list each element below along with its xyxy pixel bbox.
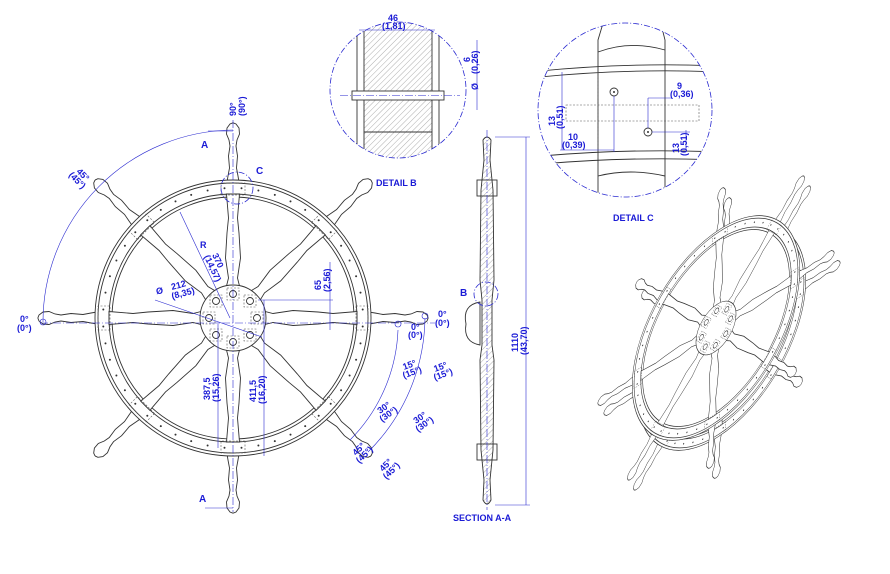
angle-15-inner: 15° (15°) (401, 358, 423, 381)
angle-15-outer: 15° (15°) (432, 360, 454, 383)
dimension-value: 13 (671, 143, 681, 153)
detail-b-mark: B (460, 288, 467, 299)
detail-b-title: DETAIL B (376, 178, 417, 188)
angle-value-alt: (0°) (435, 318, 450, 328)
angle-upper-left: 45° (45°) (67, 166, 92, 190)
angle-value: 0° (411, 322, 420, 332)
angle-45-outer: 45° (45°) (377, 456, 401, 481)
hub-diameter-symbol: Ø (156, 286, 163, 296)
inner-height-dimension: 387,5 (15,26) (202, 373, 221, 402)
detail-b: 46 (1,81) 6 (0,26) Ø DETAIL B (329, 13, 480, 188)
angle-30-outer: 30° (30°) (411, 409, 435, 434)
section-view: B 1110 (43,70) SECTION A-A (453, 130, 530, 523)
angle-30-inner: 30° (30°) (375, 399, 399, 424)
detail-c-mark: C (256, 166, 263, 177)
dimension-value: 1110 (510, 333, 520, 352)
angle-right-inner: 0° (0°) (408, 322, 423, 340)
detail-c-dimension-d: 10 (0,39) (562, 132, 586, 150)
radius-leader (179, 211, 231, 319)
dimension-value: 6 (462, 57, 472, 62)
angle-value: 0° (20, 314, 29, 324)
angle-arc-right-outer (367, 317, 426, 453)
front-view: A A C 90° (90°) 45° (45°) 0° (0°) 0° (0°… (17, 96, 454, 514)
dimension-value-alt: (43,70) (519, 326, 529, 355)
angle-45-inner: 45° (45°) (350, 440, 374, 465)
dimension-value: 212 (170, 278, 187, 292)
dimension-value-alt: (0,36) (670, 89, 694, 99)
angle-origin-left (39, 318, 47, 326)
detail-b-pin-dimension: 6 (0,26) Ø (462, 50, 480, 90)
detail-b-circle (329, 21, 467, 159)
angle-left: 0° (0°) (17, 314, 32, 333)
angle-arc-right-inner (349, 329, 399, 441)
dimension-value: 387,5 (202, 377, 212, 400)
angle-value-alt: (90°) (237, 96, 247, 116)
angle-right-outer: 0° (0°) (435, 309, 450, 328)
dimension-value-alt: (15,26) (211, 373, 221, 402)
section-title: SECTION A-A (453, 513, 512, 523)
outer-height-dimension: 411,5 (16,20) (248, 375, 267, 404)
dimension-value-alt: (16,20) (257, 375, 267, 404)
dimension-value-alt: (0,26) (470, 50, 480, 74)
section-hub (464, 301, 481, 346)
dimension-value: 9 (677, 81, 682, 91)
radius-symbol: R (200, 240, 207, 250)
detail-c-circle (537, 22, 713, 198)
dimension-value: 13 (547, 116, 557, 126)
dimension-value: 10 (568, 132, 578, 142)
dimension-value: 65 (313, 280, 323, 290)
angle-value-alt: (0°) (17, 323, 32, 333)
section-mark-bottom: A (199, 494, 206, 505)
dimension-value-alt: (0,51) (555, 105, 565, 129)
hub-diameter-leader (154, 299, 263, 338)
overall-dimension: 1110 (43,70) (510, 326, 529, 355)
angle-arc-upper-left (42, 129, 234, 323)
detail-c: 9 (0,36) 13 (0,51) 13 (0,51) 10 (0,39) D… (537, 22, 713, 223)
detail-c-dimension-a: 9 (0,36) (670, 81, 694, 99)
section-mark-top: A (201, 140, 208, 151)
offset-dimension: 65 (2,56) (313, 268, 332, 292)
isometric-view (548, 129, 890, 537)
angle-value: 15° (432, 360, 449, 374)
detail-b-marker (473, 281, 499, 307)
dimension-value-alt: (1,81) (382, 21, 406, 31)
angle-origin-right-inner (394, 320, 402, 328)
detail-c-title: DETAIL C (613, 213, 654, 223)
dimension-value-alt: (2,56) (322, 268, 332, 292)
angle-top: 90° (90°) (228, 96, 247, 116)
dimension-value-alt: (0,39) (562, 140, 586, 150)
dimension-value-alt: (0,51) (679, 132, 689, 156)
angle-value: 90° (228, 102, 238, 116)
dimension-value: 411,5 (248, 380, 258, 402)
angle-value: 0° (438, 309, 447, 319)
dimension-value: 46 (388, 13, 398, 23)
diameter-symbol: Ø (470, 83, 480, 90)
detail-c-dimension-b: 13 (0,51) (547, 105, 565, 129)
detail-c-dimension-c: 13 (0,51) (671, 132, 689, 156)
angle-value: 15° (401, 358, 418, 372)
detail-b-width-dimension: 46 (1,81) (382, 13, 406, 31)
detail-c-marker (220, 171, 254, 205)
section-spoke (479, 136, 495, 505)
angle-value-alt: (0°) (408, 330, 423, 340)
